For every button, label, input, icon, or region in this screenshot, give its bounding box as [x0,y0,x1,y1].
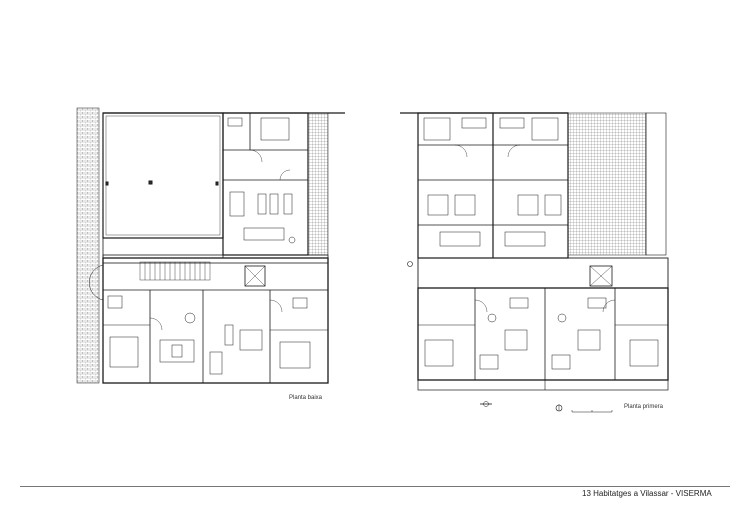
footer-caption: 13 Habitatges a Vilassar - VISERMA [582,489,712,498]
ground-floor-label: Planta baixa [289,395,323,401]
footer-divider [20,486,730,487]
first-floor-label: Planta primera [624,404,664,410]
first-floor-plan [400,112,669,413]
ground-floor-plan [76,107,345,384]
